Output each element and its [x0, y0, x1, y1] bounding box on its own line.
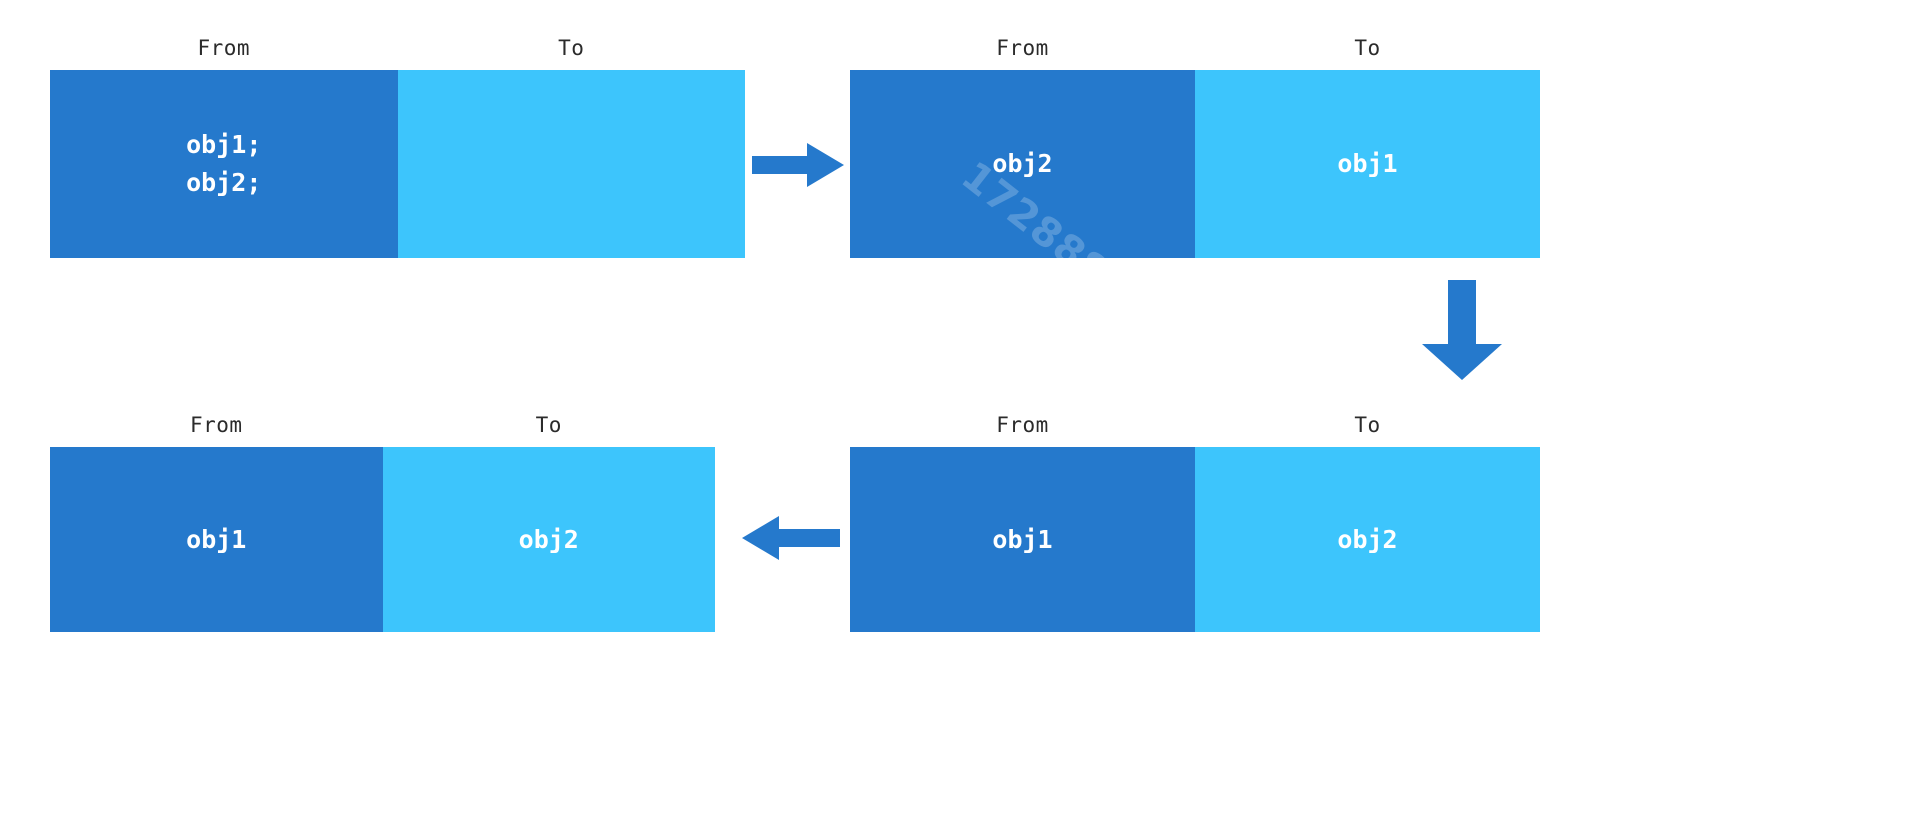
cell-from-after-move: 1728880486 obj2: [850, 70, 1208, 258]
cell-to-swapped: obj2: [1195, 447, 1540, 632]
column-header-to: To: [1354, 36, 1381, 60]
panel-initial-body: obj1; obj2;: [50, 70, 745, 258]
panel-after-move-body: 1728880486 obj2 obj1: [850, 70, 1540, 258]
cell-from-text: obj1: [186, 524, 247, 554]
cell-to-initial: [397, 70, 745, 258]
column-header-from: From: [996, 413, 1049, 437]
cell-from-text: obj1; obj2;: [186, 130, 262, 197]
watermark-text: 1728880486: [953, 153, 1209, 258]
cell-from-text: obj2: [992, 149, 1053, 178]
panel-result-body: obj1 obj2: [50, 447, 715, 632]
cell-to-text: obj2: [518, 524, 579, 554]
panel-after-move-headers: From To: [850, 26, 1540, 70]
panel-swapped-headers: From To: [850, 403, 1540, 447]
panel-result-headers: From To: [50, 403, 715, 447]
arrow-down-icon: [1422, 280, 1502, 380]
cell-from-text: obj1: [992, 524, 1053, 554]
column-header-from: From: [197, 36, 251, 60]
panel-result-state: From To obj1 obj2: [50, 403, 715, 632]
column-header-to: To: [535, 413, 562, 437]
cell-from-initial: obj1; obj2;: [50, 70, 398, 258]
cell-from-result: obj1: [50, 447, 383, 632]
cell-to-text: obj2: [1337, 524, 1398, 554]
arrow-right-icon: [752, 143, 844, 187]
column-header-from: From: [189, 413, 243, 437]
panel-initial-headers: From To: [50, 26, 745, 70]
cell-from-swapped: obj1: [850, 447, 1195, 632]
cell-to-result: obj2: [382, 447, 715, 632]
panel-after-move: From To 1728880486 obj2 obj1: [850, 26, 1540, 258]
column-header-to: To: [558, 36, 585, 60]
panel-swapped-state: From To obj1 obj2: [850, 403, 1540, 632]
arrow-left-icon: [742, 516, 840, 560]
panel-initial-state: From To obj1; obj2;: [50, 26, 745, 258]
cell-to-after-move: obj1: [1195, 70, 1540, 258]
cell-to-text: obj1: [1337, 149, 1398, 178]
column-header-to: To: [1354, 413, 1381, 437]
column-header-from: From: [996, 36, 1049, 60]
panel-swapped-body: obj1 obj2: [850, 447, 1540, 632]
